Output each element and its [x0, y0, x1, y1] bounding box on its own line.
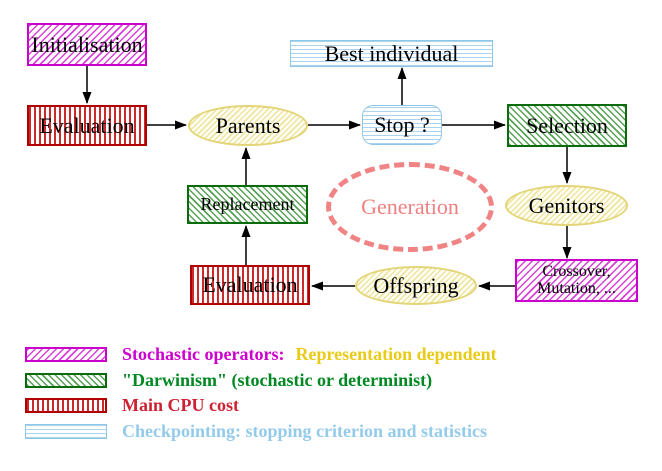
node-evaluation-top: Evaluation — [27, 105, 147, 146]
legend-row-stochastic: Stochastic operators: Representation dep… — [25, 343, 497, 365]
legend-label-checkpointing: Checkpointing: stopping criterion and st… — [122, 420, 488, 441]
node-offspring: Offspring — [355, 266, 477, 305]
legend-row-darwinism: "Darwinism" (stochastic or determinist) — [25, 369, 432, 391]
legend-label-stochastic-operators: Stochastic operators: — [122, 343, 285, 364]
legend-label-darwinism: "Darwinism" (stochastic or determinist) — [122, 369, 433, 390]
legend-label-cpu-cost: Main CPU cost — [122, 394, 239, 415]
node-parents-label: Parents — [215, 112, 281, 138]
node-selection: Selection — [507, 104, 627, 147]
node-stop: Stop ? — [362, 105, 442, 145]
node-generation-cycle: Generation — [326, 162, 494, 252]
node-genitors-label: Genitors — [528, 192, 605, 218]
node-crossover-line1: Crossover, — [542, 262, 611, 280]
node-initialisation-label: Initialisation — [31, 31, 143, 57]
legend-swatch-stochastic-operators — [25, 346, 107, 362]
legend-row-checkpointing: Checkpointing: stopping criterion and st… — [25, 420, 487, 442]
node-initialisation: Initialisation — [27, 23, 147, 66]
node-evaluation-top-label: Evaluation — [39, 112, 135, 138]
node-parents: Parents — [188, 105, 308, 146]
node-replacement: Replacement — [187, 185, 308, 224]
legend-label-representation-dependent: Representation dependent — [295, 343, 497, 364]
legend-swatch-darwinism — [25, 372, 107, 388]
node-best-individual-label: Best individual — [324, 40, 459, 66]
node-replacement-label: Replacement — [200, 194, 295, 215]
node-offspring-label: Offspring — [373, 272, 459, 298]
node-best-individual: Best individual — [290, 40, 493, 67]
node-crossover-mutation: Crossover, Mutation, ... — [515, 259, 638, 302]
node-stop-label: Stop ? — [374, 112, 430, 138]
node-evaluation-bottom-label: Evaluation — [202, 272, 298, 298]
node-crossover-line2: Mutation, ... — [537, 279, 616, 297]
legend-swatch-checkpointing — [25, 423, 107, 439]
legend-row-cpu-cost: Main CPU cost — [25, 394, 239, 416]
node-generation-label: Generation — [361, 194, 459, 220]
node-evaluation-bottom: Evaluation — [190, 265, 310, 305]
node-selection-label: Selection — [526, 112, 608, 138]
legend-swatch-cpu-cost — [25, 397, 107, 413]
node-genitors: Genitors — [505, 185, 628, 226]
